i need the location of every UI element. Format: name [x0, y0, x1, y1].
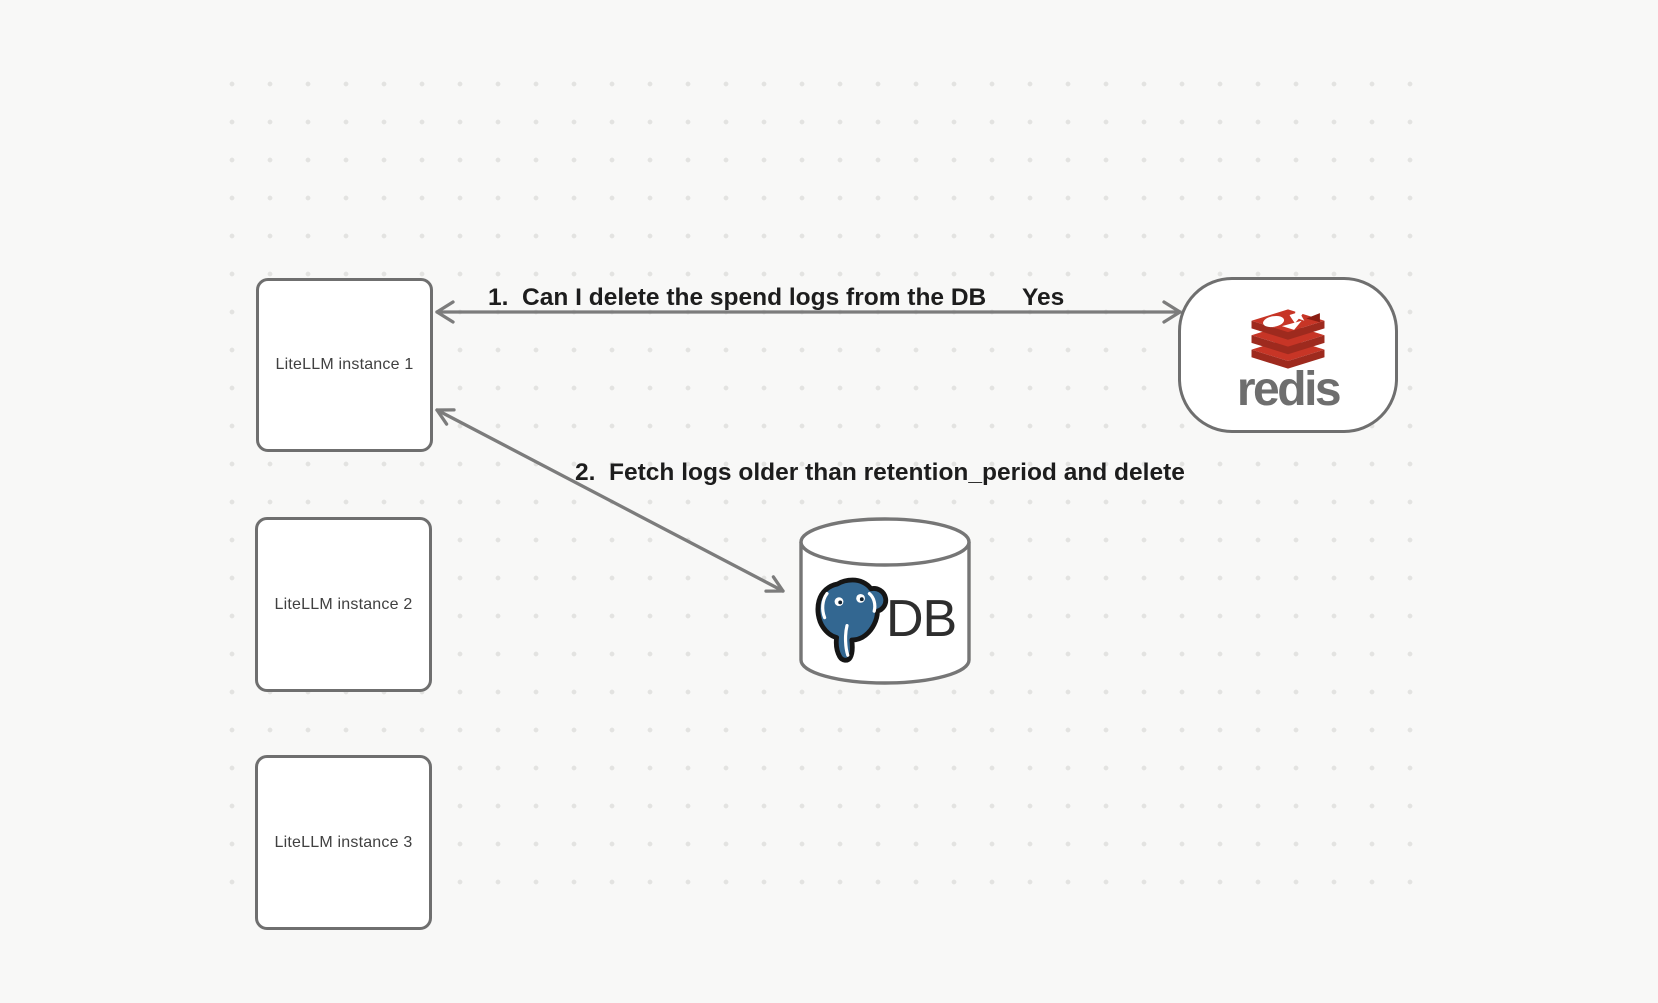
node-redis[interactable]: redis — [1178, 277, 1398, 433]
node-label: LiteLLM instance 1 — [275, 356, 414, 373]
node-litellm-instance-3[interactable]: LiteLLM instance 3 — [255, 755, 432, 930]
node-label: LiteLLM instance 3 — [274, 833, 413, 851]
redis-wordmark: redis — [1236, 363, 1342, 416]
arrow-litellm1-db[interactable] — [435, 408, 785, 593]
postgresql-elephant-icon — [815, 577, 889, 663]
edge-label-step1-reply: Yes — [1022, 284, 1065, 311]
node-label: LiteLLM instance 2 — [274, 595, 413, 613]
redis-logo-icon — [1251, 307, 1325, 369]
edge-label-step2: 2. Fetch logs older than retention_perio… — [575, 459, 1185, 486]
node-database[interactable]: DB — [798, 516, 972, 686]
edge-label-step1: 1. Can I delete the spend logs from the … — [488, 284, 987, 311]
node-litellm-instance-2[interactable]: LiteLLM instance 2 — [255, 517, 432, 692]
arrow-litellm1-redis[interactable] — [435, 300, 1182, 324]
db-label: DB — [886, 590, 957, 648]
node-litellm-instance-1[interactable]: LiteLLM instance 1 — [256, 278, 433, 452]
